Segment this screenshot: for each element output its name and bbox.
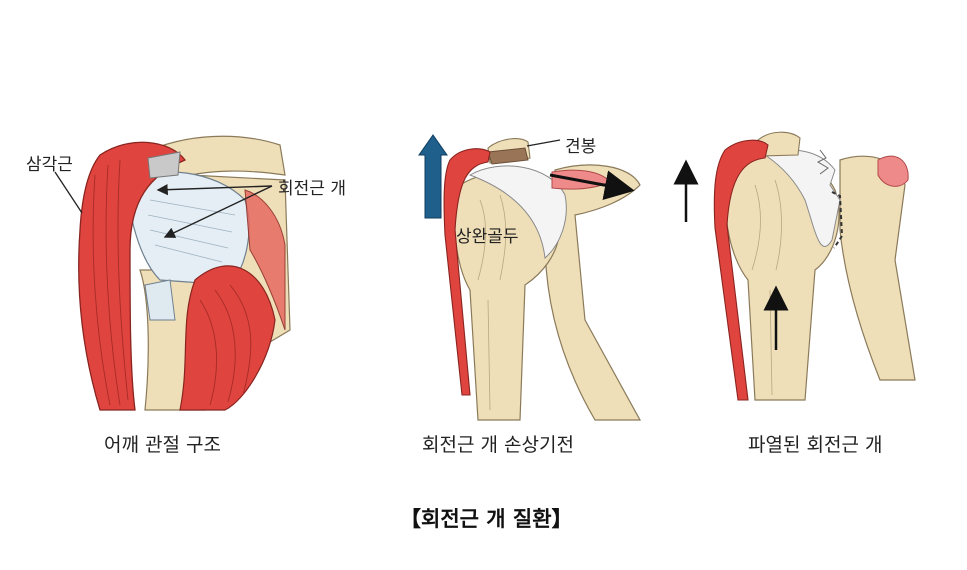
deltoid-muscle: [78, 141, 187, 411]
label-deltoid: 삼각근: [26, 155, 73, 175]
scapula-bone-2: [544, 164, 642, 421]
force-arrow-blue: [418, 134, 448, 219]
caption-figure-1: 어깨 관절 구조: [104, 434, 221, 456]
lateral-muscle-2: [443, 148, 491, 396]
clavicle-bone: [149, 135, 286, 181]
humerus-texture-2: [477, 194, 507, 411]
figure-1-shoulder-structure: [54, 135, 291, 411]
impingement-arrow: [549, 170, 635, 201]
arm-muscle-right-fibers: [199, 284, 252, 406]
figure-3-torn-cuff: [673, 131, 916, 401]
acromion-brown: [487, 147, 529, 165]
caption-figure-3: 파열된 회전근 개: [748, 434, 883, 456]
torn-cuff: [763, 149, 841, 247]
torn-dashed-outline: [831, 191, 844, 249]
pink-muscle-3: [877, 155, 909, 187]
arm-muscle-right: [179, 265, 276, 411]
rotator-cuff-tissue: [124, 171, 250, 286]
acromion-pointer: [526, 139, 561, 147]
label-humeral-head: 상완골두: [456, 227, 519, 247]
scapula-bone-3: [839, 155, 916, 381]
figure-2-injury-mechanism: [418, 134, 642, 421]
deltoid-fibers: [92, 159, 129, 406]
rotator-cuff-pointer-2: [163, 185, 273, 238]
deltoid-pointer: [54, 171, 83, 214]
acromion-bone-3: [757, 131, 801, 157]
lateral-muscle-3: [713, 139, 769, 401]
acromion-patch-1: [147, 151, 181, 179]
rotator-cuff-pointer-1: [156, 184, 273, 196]
cuff-lower: [144, 279, 176, 321]
tear-edge: [816, 149, 829, 175]
label-rotator-cuff: 회전근 개: [278, 179, 346, 199]
caption-figure-2: 회전근 개 손상기전: [422, 434, 574, 456]
label-acromion: 견봉: [565, 137, 597, 157]
cuff-fibers: [147, 199, 236, 263]
upper-right-muscle: [244, 189, 286, 331]
diagram-title: 【회전근 개 질환】: [400, 507, 573, 531]
humeral-head-cartilage: [468, 165, 567, 259]
